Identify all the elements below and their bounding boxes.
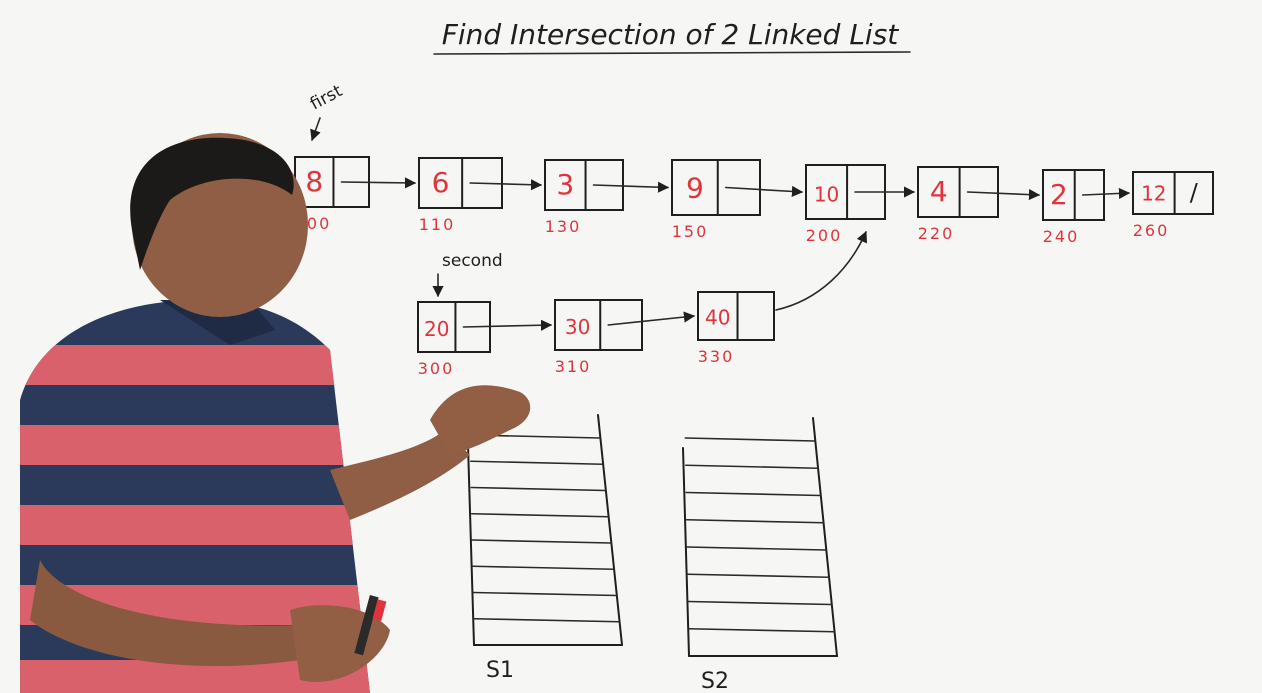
list-node: 10 200 (805, 164, 916, 245)
node-box (697, 291, 775, 341)
node-box (554, 299, 643, 351)
stack-slot-line (685, 518, 825, 524)
node-value: 40 (705, 306, 730, 330)
second-pointer-label: second (442, 251, 503, 271)
stack-slot-line (470, 512, 610, 518)
node-box (418, 157, 503, 209)
stack-slot-line (686, 573, 830, 579)
node-address: 330 (698, 347, 735, 366)
node-value: 4 (930, 175, 948, 208)
node-value: 30 (565, 315, 590, 339)
next-pointer-arrow (724, 185, 804, 197)
stack-slot-line (685, 491, 822, 497)
next-pointer-arrow (966, 188, 1041, 201)
list-node: 6 110 (418, 157, 543, 234)
stack-slot-line (472, 617, 621, 623)
next-pointer-arrow (469, 179, 543, 191)
node-box (917, 166, 999, 218)
stack-wall-left (682, 447, 690, 657)
node-address: 240 (1043, 227, 1080, 246)
node-value: 6 (432, 166, 450, 199)
stack-slot-line (471, 565, 615, 571)
node-address: 300 (418, 359, 455, 378)
stack-wall-right (812, 417, 838, 657)
node-address: 260 (1133, 221, 1170, 240)
stack-2: S2 (682, 417, 838, 693)
node-address: 150 (672, 222, 709, 241)
stack-1: S1 (467, 414, 623, 683)
stack-slot-line (472, 591, 618, 597)
node-value: 9 (686, 171, 704, 204)
list-node: 3 130 (544, 159, 670, 236)
node-address: 310 (555, 357, 592, 376)
stack-slot-line (470, 460, 604, 466)
next-pointer-arrow (592, 181, 670, 193)
stack-label: S2 (701, 669, 729, 693)
next-pointer-arrow (462, 319, 553, 331)
list-node: 30 310 (554, 299, 696, 376)
stack-slot-line (687, 600, 833, 606)
node-box (671, 159, 761, 216)
stack-slot-line (684, 437, 816, 442)
next-pointer-arrow (1081, 187, 1131, 200)
list-node: 9 150 (671, 159, 804, 241)
list-node: 12 / 260 (1132, 171, 1214, 240)
intersection-arrow (775, 230, 868, 311)
node-box (1042, 169, 1105, 221)
first-pointer-arrow (310, 117, 321, 142)
stack-wall-right (597, 414, 623, 646)
list-node: 2 240 (1042, 169, 1131, 246)
node-value: 10 (814, 183, 839, 207)
node-box (544, 159, 624, 211)
node-value: 12 (1141, 182, 1166, 206)
list-node: 20 300 (417, 301, 553, 378)
null-pointer-mark: / (1190, 179, 1199, 207)
next-pointer-arrow (607, 311, 696, 326)
node-value: 2 (1050, 178, 1068, 211)
stack-slot-line (470, 486, 607, 492)
page-title: Find Intersection of 2 Linked List (442, 18, 900, 51)
presenter-figure (20, 133, 531, 693)
node-address: 220 (918, 224, 955, 243)
node-address: 200 (806, 226, 843, 245)
stacks-area: S1 S2 (467, 414, 838, 693)
stack-wall-left (467, 444, 475, 646)
next-pointer-arrow (340, 177, 417, 189)
node-value: 20 (424, 317, 449, 341)
linked-list-second: 20 300 30 310 40 330 (417, 291, 775, 378)
stack-slot-line (684, 464, 819, 470)
stack-label: S1 (486, 658, 514, 683)
stack-slot-line (686, 546, 827, 551)
node-value: 8 (305, 165, 323, 198)
first-pointer-label: first (307, 81, 346, 114)
list-node: 40 330 (697, 291, 775, 366)
stack-slot-line (471, 539, 612, 544)
title-underline (433, 51, 911, 55)
stack-slot-line (687, 627, 836, 633)
node-value: 3 (556, 168, 574, 201)
node-box (1132, 171, 1214, 215)
node-address: 110 (419, 215, 456, 234)
node-address: 130 (545, 217, 582, 236)
list-node: 4 220 (917, 166, 1041, 243)
